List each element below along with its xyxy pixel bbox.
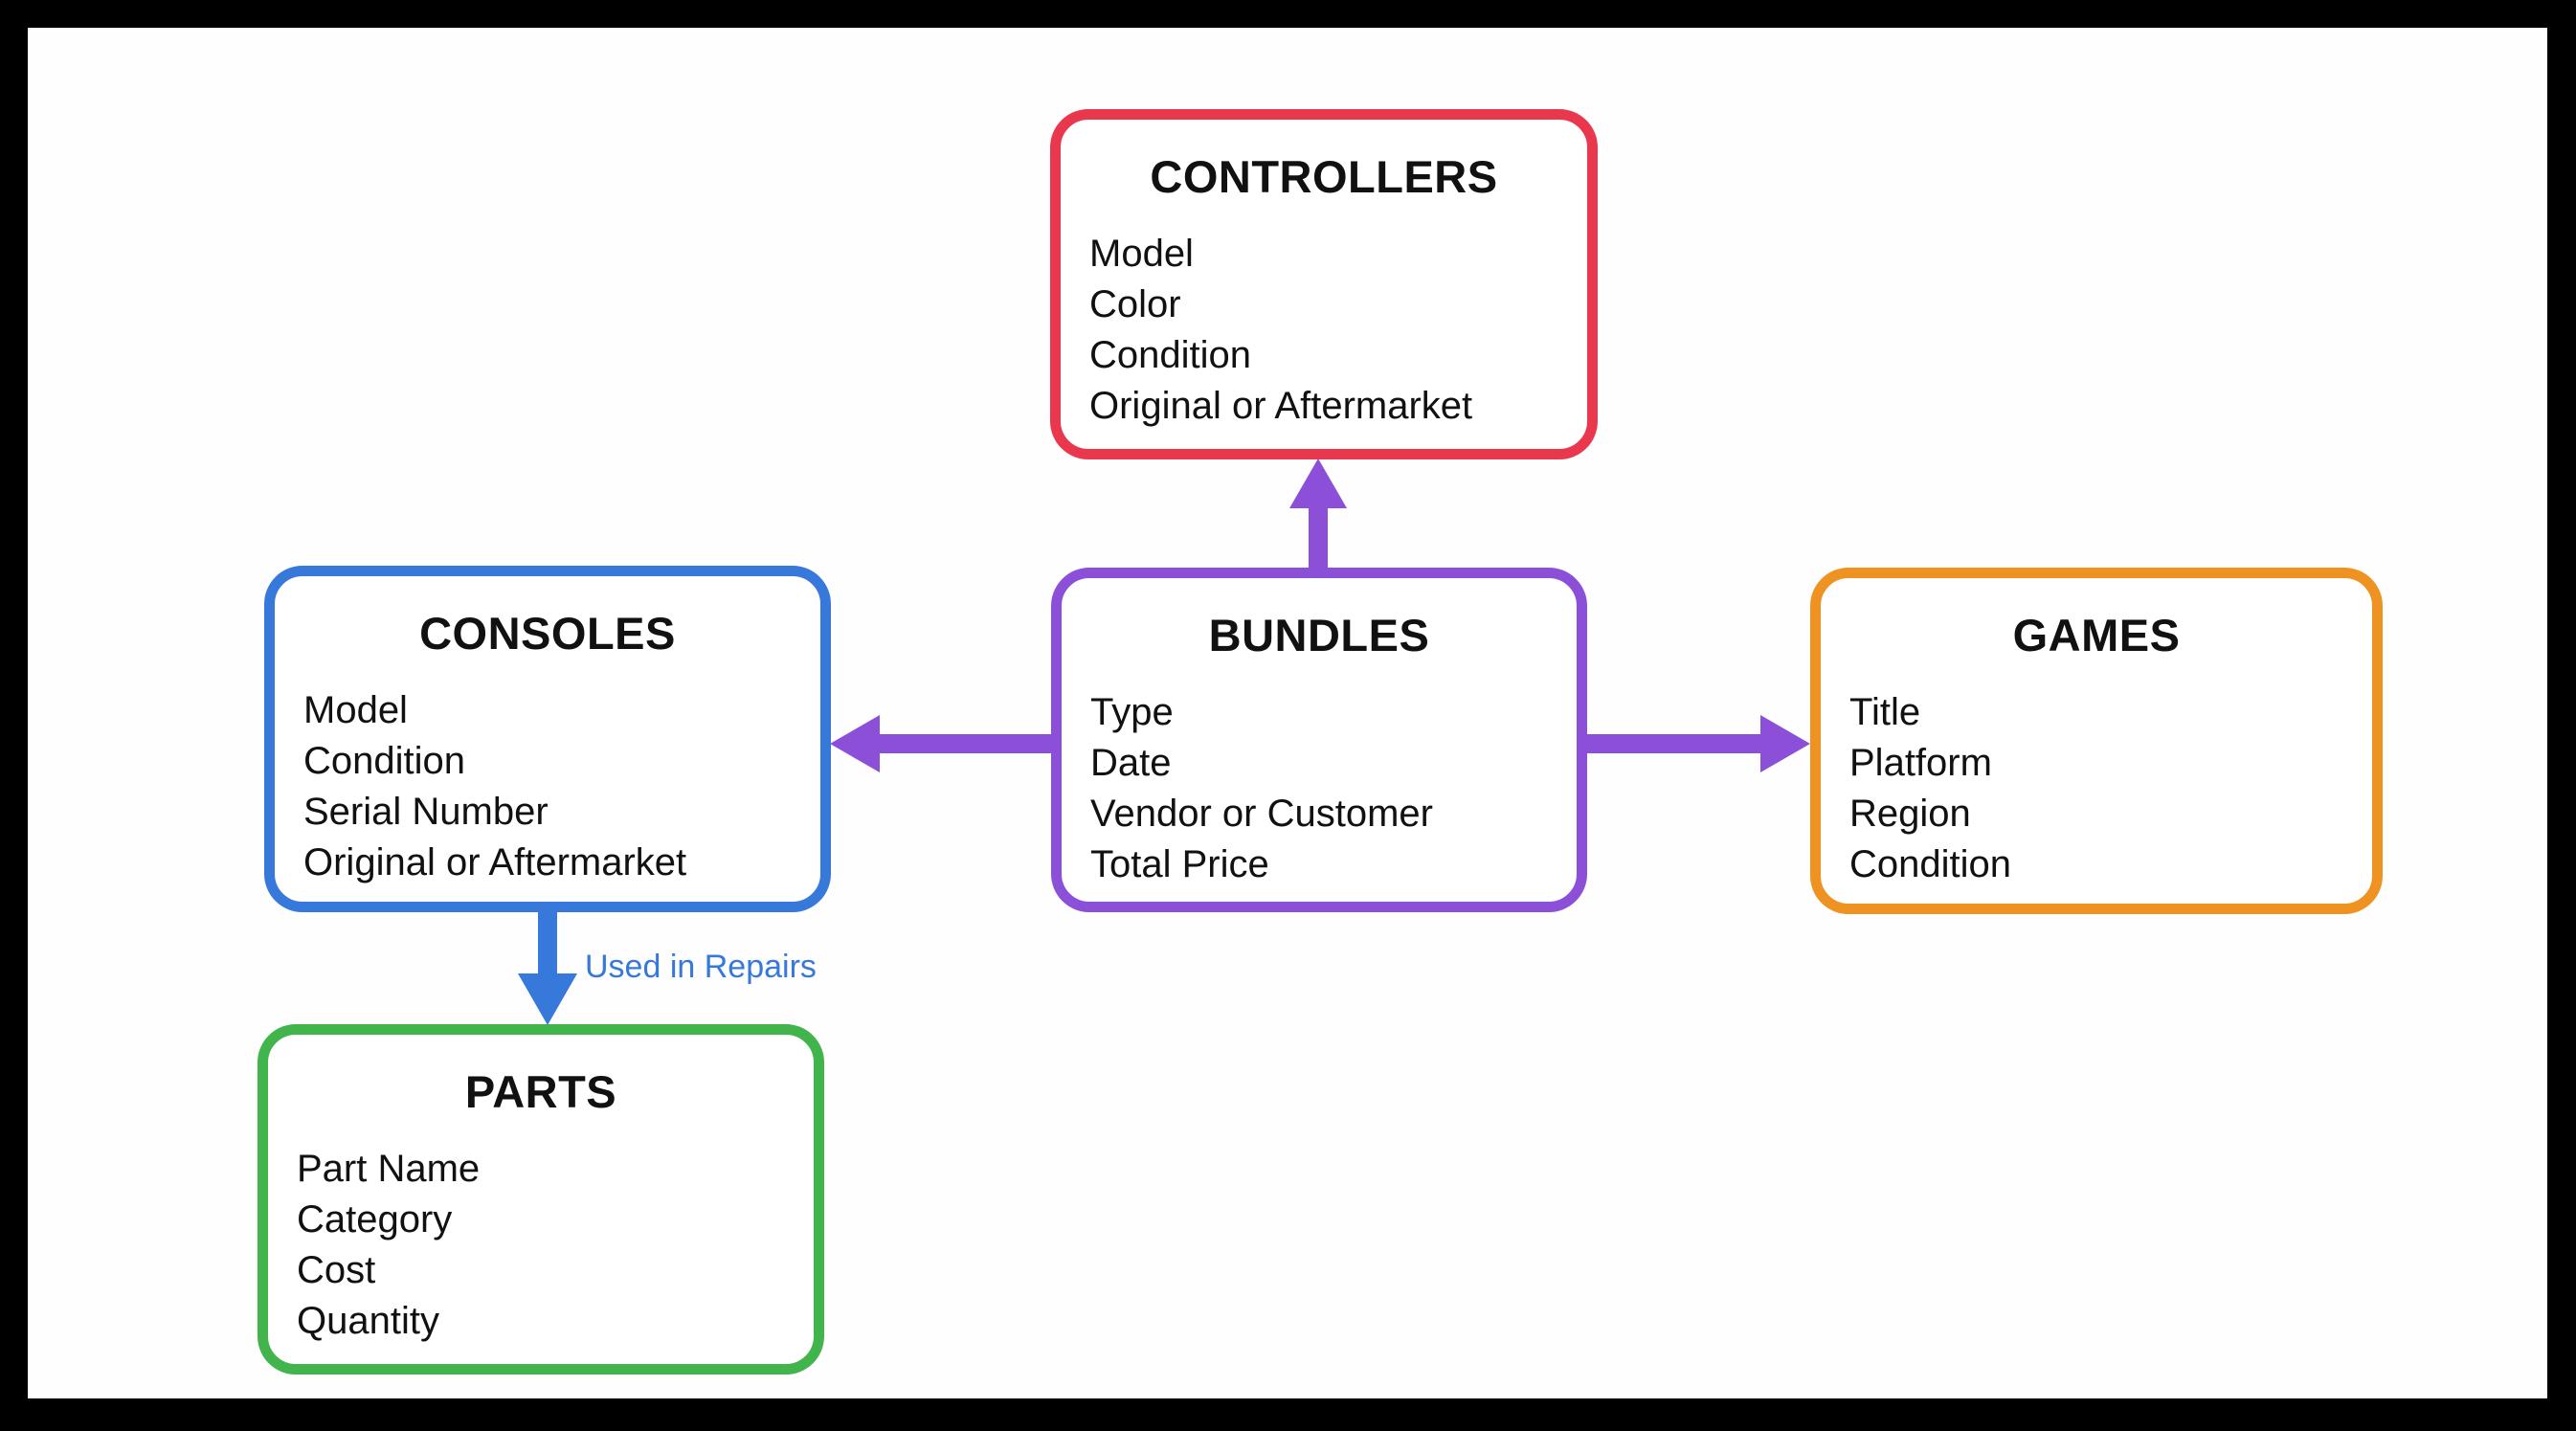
field-item: Date [1090, 741, 1172, 784]
arrow-consoles-to-parts-head-icon [518, 973, 577, 1025]
arrow-bundles-to-controllers-head-icon [1289, 458, 1347, 508]
entity-title-games: GAMES [2012, 610, 2181, 660]
field-item: Quantity [297, 1299, 439, 1342]
field-item: Model [1089, 232, 1194, 275]
field-item: Part Name [297, 1147, 481, 1190]
field-item: Model [303, 688, 408, 731]
entity-box-consoles: CONSOLES Model Condition Serial Number O… [264, 566, 831, 912]
field-item: Title [1849, 690, 1921, 733]
field-item: Condition [303, 739, 466, 782]
field-item: Color [1089, 282, 1181, 325]
entity-box-parts: PARTS Part Name Category Cost Quantity [258, 1024, 824, 1375]
entity-box-bundles: BUNDLES Type Date Vendor or Customer Tot… [1051, 568, 1587, 912]
entity-title-bundles: BUNDLES [1208, 610, 1430, 660]
entity-box-games: GAMES Title Platform Region Condition [1810, 568, 2383, 914]
connection-label-used-in-repairs: Used in Repairs [585, 949, 817, 985]
entity-fields-parts: Part Name Category Cost Quantity [268, 1144, 814, 1347]
arrow-bundles-to-consoles-head-icon [830, 715, 880, 772]
field-item: Condition [1089, 333, 1252, 376]
entity-fields-bundles: Type Date Vendor or Customer Total Price [1062, 687, 1577, 890]
field-item: Condition [1849, 842, 2012, 885]
entity-box-controllers: CONTROLLERS Model Color Condition Origin… [1050, 109, 1598, 459]
field-item: Type [1090, 690, 1174, 733]
entity-fields-consoles: Model Condition Serial Number Original o… [275, 685, 820, 888]
arrow-bundles-to-games-head-icon [1760, 715, 1810, 772]
field-item: Cost [297, 1248, 376, 1291]
arrow-bundles-to-controllers-shaft [1309, 504, 1328, 571]
entity-title-parts: PARTS [464, 1066, 617, 1117]
field-item: Serial Number [303, 790, 549, 833]
field-item: Original or Aftermarket [303, 840, 687, 883]
arrow-bundles-to-consoles-shaft [874, 734, 1054, 753]
diagram-canvas: CONTROLLERS Model Color Condition Origin… [28, 28, 2547, 1398]
arrow-bundles-to-games-shaft [1584, 734, 1764, 753]
field-item: Original or Aftermarket [1089, 384, 1473, 427]
entity-title-controllers: CONTROLLERS [1150, 151, 1498, 202]
field-item: Category [297, 1197, 453, 1241]
entity-fields-games: Title Platform Region Condition [1821, 687, 2372, 890]
field-item: Vendor or Customer [1090, 792, 1433, 835]
field-item: Total Price [1090, 842, 1269, 885]
entity-fields-controllers: Model Color Condition Original or Afterm… [1061, 229, 1587, 432]
entity-title-consoles: CONSOLES [419, 608, 676, 659]
arrow-consoles-to-parts-shaft [538, 910, 557, 977]
field-item: Region [1849, 792, 1971, 835]
field-item: Platform [1849, 741, 1992, 784]
